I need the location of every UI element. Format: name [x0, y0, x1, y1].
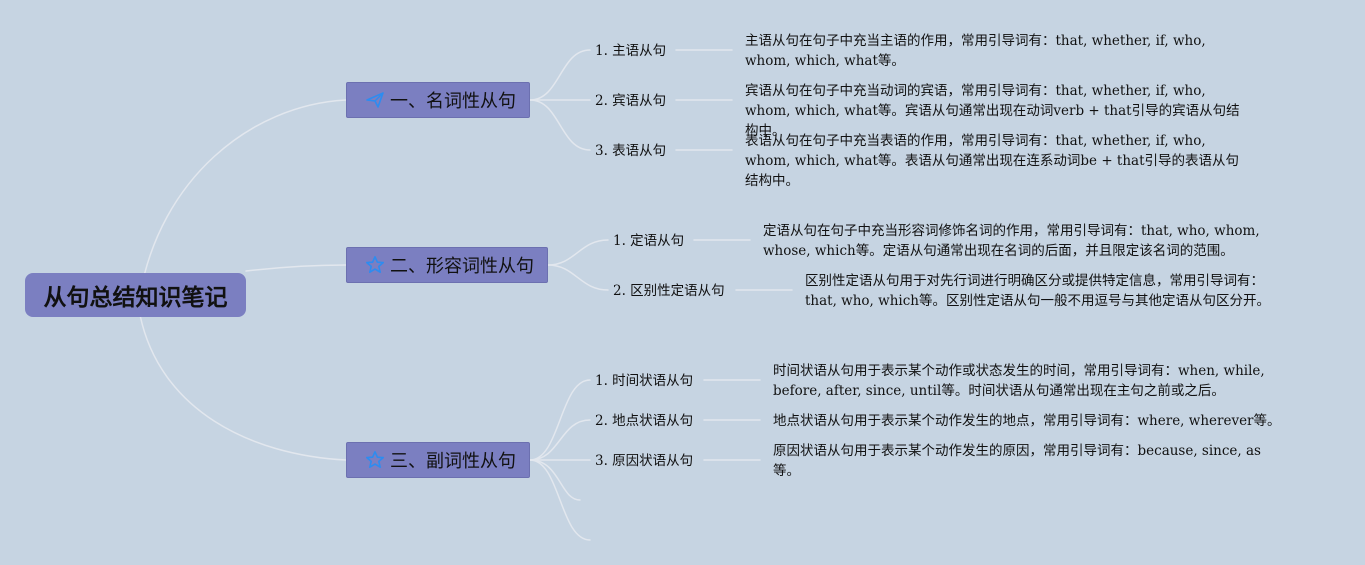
subtopic-subject-clause[interactable]: 1. 主语从句 — [595, 43, 667, 59]
branch-label: 二、形容词性从句 — [390, 256, 534, 277]
subtopic-object-clause[interactable]: 2. 宾语从句 — [595, 93, 667, 109]
paper-plane-icon — [365, 90, 385, 110]
subtopic-place-adverbial-clause[interactable]: 2. 地点状语从句 — [595, 413, 694, 429]
root-topic[interactable]: 从句总结知识笔记 — [25, 273, 246, 317]
star-icon — [365, 255, 385, 275]
place-adverbial-clause-description: 地点状语从句用于表示某个动作发生的地点，常用引导词有：where, wherev… — [773, 413, 1281, 429]
branch-adverbial-clause[interactable]: 三、副词性从句 — [346, 442, 530, 478]
subtopic-predicative-clause[interactable]: 3. 表语从句 — [595, 143, 667, 159]
subtopic-restrictive-attributive-clause[interactable]: 2. 区别性定语从句 — [613, 283, 725, 299]
object-clause-description: 宾语从句在句子中充当动词的宾语，常用引导词有：that, whether, if… — [745, 83, 1240, 139]
attributive-clause-description: 定语从句在句子中充当形容词修饰名词的作用，常用引导词有：that, who, w… — [763, 223, 1260, 259]
branch-noun-clause[interactable]: 一、名词性从句 — [346, 82, 530, 118]
restrictive-attributive-clause-description: 区别性定语从句用于对先行词进行明确区分或提供特定信息，常用引导词有：that, … — [805, 273, 1270, 309]
time-adverbial-clause-description: 时间状语从句用于表示某个动作或状态发生的时间，常用引导词有：when, whil… — [773, 363, 1265, 399]
reason-adverbial-clause-description: 原因状语从句用于表示某个动作发生的原因，常用引导词有：because, sinc… — [773, 443, 1261, 479]
subtopic-attributive-clause[interactable]: 1. 定语从句 — [613, 233, 685, 249]
branch-label: 一、名词性从句 — [390, 91, 516, 112]
branch-adjective-clause[interactable]: 二、形容词性从句 — [346, 247, 548, 283]
subtopic-reason-adverbial-clause[interactable]: 3. 原因状语从句 — [595, 453, 694, 469]
star-icon — [365, 450, 385, 470]
branch-label: 三、副词性从句 — [390, 451, 516, 472]
subtopic-time-adverbial-clause[interactable]: 1. 时间状语从句 — [595, 373, 694, 389]
root-title: 从句总结知识笔记 — [43, 285, 228, 311]
subject-clause-description: 主语从句在句子中充当主语的作用，常用引导词有：that, whether, if… — [745, 33, 1206, 69]
predicative-clause-description: 表语从句在句子中充当表语的作用，常用引导词有：that, whether, if… — [745, 133, 1240, 189]
